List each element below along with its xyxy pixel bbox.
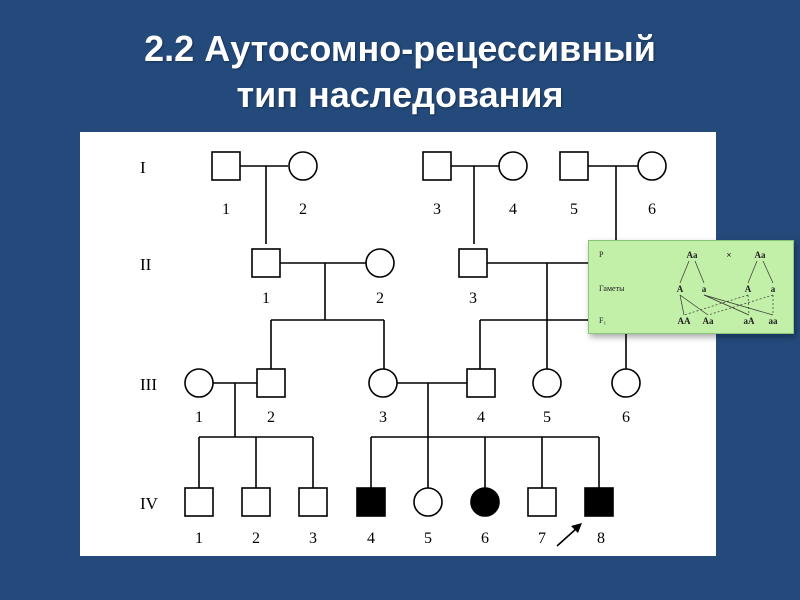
cross-parent-1: Aa bbox=[687, 250, 698, 260]
gen3-female-1 bbox=[184, 368, 214, 398]
cross-gamete-4: a bbox=[771, 284, 776, 294]
gen2-number: 2 bbox=[376, 290, 384, 307]
pedigree-symbols bbox=[184, 151, 667, 517]
gen4-male-4-affected bbox=[356, 487, 386, 517]
gen2-number: 3 bbox=[469, 290, 477, 307]
gen4-male-3 bbox=[298, 487, 328, 517]
gen1-male-5 bbox=[559, 151, 589, 181]
gen4-number: 1 bbox=[195, 530, 203, 547]
cross-offspring-3: aA bbox=[744, 316, 756, 326]
pedigree-lines bbox=[198, 165, 638, 488]
generation-label-IV: IV bbox=[140, 494, 159, 513]
cross-scheme-inset: P Гаметы F₁ Aa × Aa A a A a AA Aa aA aa bbox=[588, 240, 794, 334]
gen3-female-6 bbox=[611, 368, 641, 398]
gen4-male-7 bbox=[527, 487, 557, 517]
gen4-female-6-affected bbox=[470, 487, 500, 517]
gen2-number: 1 bbox=[262, 290, 270, 307]
cross-gamete-3: A bbox=[745, 284, 752, 294]
gen4-male-8-affected bbox=[584, 487, 614, 517]
gen1-male-3 bbox=[422, 151, 452, 181]
gen4-number: 5 bbox=[424, 530, 432, 547]
cross-f1-label: F₁ bbox=[599, 316, 606, 325]
gen3-number: 3 bbox=[379, 409, 387, 426]
gen1-number: 1 bbox=[222, 201, 230, 218]
cross-scheme: P Гаметы F₁ Aa × Aa A a A a AA Aa aA aa bbox=[599, 250, 779, 326]
gen3-number: 5 bbox=[543, 409, 551, 426]
title-line-1: 2.2 Аутосомно-рецессивный bbox=[144, 28, 656, 69]
gen1-female-2 bbox=[288, 151, 318, 181]
cross-gametes-label: Гаметы bbox=[599, 284, 625, 293]
gen2-male-3 bbox=[458, 248, 488, 278]
slide-title: 2.2 Аутосомно-рецессивный тип наследован… bbox=[0, 26, 800, 118]
cross-gamete-1: A bbox=[677, 284, 684, 294]
gen3-number: 6 bbox=[622, 409, 630, 426]
gen3-number: 1 bbox=[195, 409, 203, 426]
gen3-male-4 bbox=[466, 368, 496, 398]
cross-gamete-2: a bbox=[702, 284, 707, 294]
cross-p-label: P bbox=[599, 250, 604, 259]
gen4-male-2 bbox=[241, 487, 271, 517]
gen4-number: 7 bbox=[538, 530, 546, 547]
cross-parent-2: Aa bbox=[755, 250, 766, 260]
gen1-male-1 bbox=[211, 151, 241, 181]
gen4-female-5 bbox=[413, 487, 443, 517]
gen3-female-3 bbox=[368, 368, 398, 398]
gen1-number: 3 bbox=[433, 201, 441, 218]
cross-offspring-1: AA bbox=[678, 316, 691, 326]
gen2-female-2 bbox=[365, 248, 395, 278]
gen4-number: 8 bbox=[597, 530, 605, 547]
proband-arrow bbox=[556, 523, 582, 547]
gen1-number: 5 bbox=[570, 201, 578, 218]
generation-label-II: II bbox=[140, 255, 152, 274]
gen3-male-2 bbox=[256, 368, 286, 398]
gen1-number: 6 bbox=[648, 201, 656, 218]
gen2-male-1 bbox=[251, 248, 281, 278]
pedigree-panel: I II III IV 1 2 3 4 5 6 1 2 3 1 2 3 4 5 … bbox=[80, 132, 716, 556]
gen3-number: 4 bbox=[477, 409, 485, 426]
gen4-number: 6 bbox=[481, 530, 489, 547]
title-line-2: тип наследования bbox=[236, 74, 564, 115]
cross-offspring-4: aa bbox=[769, 316, 779, 326]
gen1-female-4 bbox=[498, 151, 528, 181]
pedigree-chart: I II III IV 1 2 3 4 5 6 1 2 3 1 2 3 4 5 … bbox=[140, 151, 667, 547]
gen3-female-5 bbox=[532, 368, 562, 398]
generation-label-III: III bbox=[140, 375, 157, 394]
gen1-female-6 bbox=[637, 151, 667, 181]
generation-label-I: I bbox=[140, 158, 146, 177]
gen1-number: 4 bbox=[509, 201, 517, 218]
gen4-male-1 bbox=[184, 487, 214, 517]
gen4-number: 4 bbox=[367, 530, 375, 547]
gen1-number: 2 bbox=[299, 201, 307, 218]
gen4-number: 2 bbox=[252, 530, 260, 547]
gen3-number: 2 bbox=[267, 409, 275, 426]
gen4-number: 3 bbox=[309, 530, 317, 547]
cross-offspring-2: Aa bbox=[703, 316, 714, 326]
cross-times: × bbox=[726, 250, 731, 260]
cross-lines bbox=[679, 260, 774, 316]
